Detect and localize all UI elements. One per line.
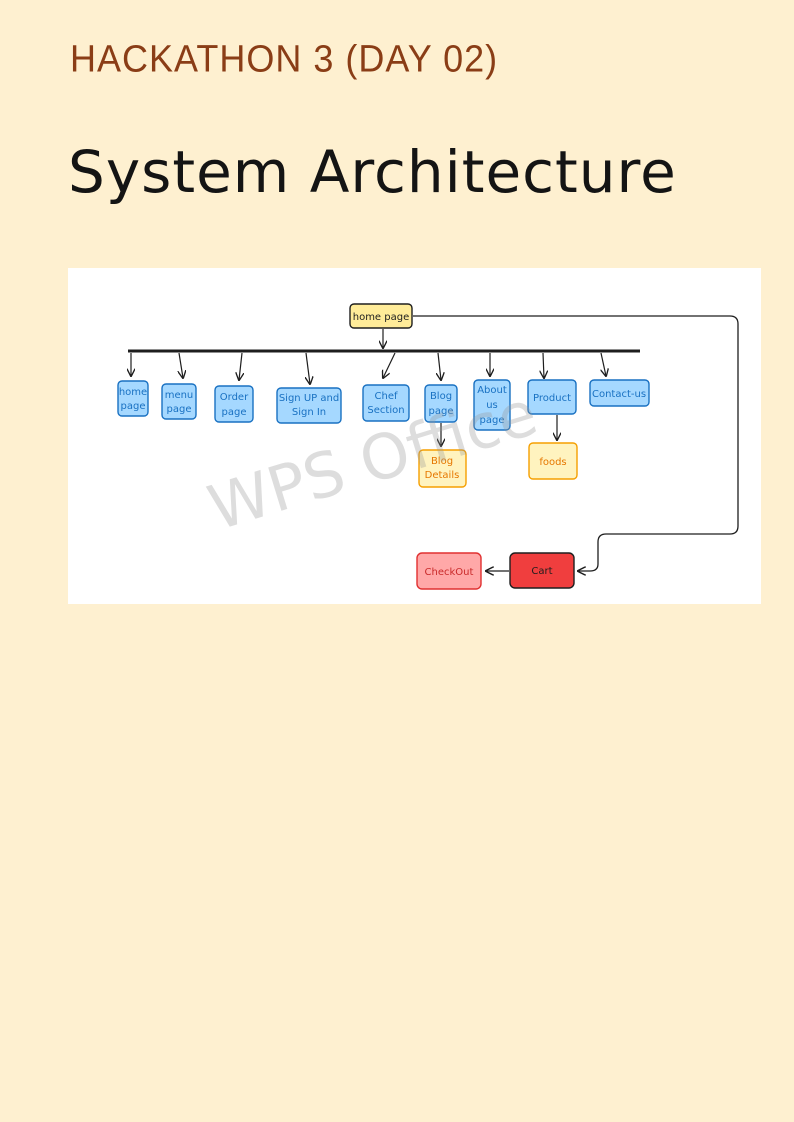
page-node-about: About us page xyxy=(473,379,511,431)
page-title: System Architecture xyxy=(68,138,677,206)
checkout-label: CheckOut xyxy=(425,567,474,578)
diagram-canvas: home page home page menu page xyxy=(117,303,739,590)
product-label: Product xyxy=(533,393,571,404)
foods-node: foods xyxy=(528,442,578,480)
chef-label-line1: Chef xyxy=(375,391,398,402)
arrow-to-product xyxy=(543,352,544,378)
blog-label-line1: Blog xyxy=(430,391,452,402)
root-node-label: home page xyxy=(353,312,410,323)
page-node-blog: Blog page xyxy=(424,384,458,423)
connector-home-to-cart xyxy=(413,315,739,571)
page-node-product: Product xyxy=(527,379,577,415)
page-node-menu: menu page xyxy=(161,383,197,420)
arrow-to-blog xyxy=(438,352,441,380)
checkout-node: CheckOut xyxy=(416,552,482,590)
about-label-line1: About xyxy=(477,385,507,396)
signup-label-line2: Sign In xyxy=(292,407,326,418)
branch-arrows xyxy=(131,352,606,384)
arrow-to-contact xyxy=(601,352,606,376)
arrow-to-order xyxy=(239,352,242,380)
signup-label-line1: Sign UP and xyxy=(279,393,339,404)
cart-label: Cart xyxy=(531,566,552,577)
cart-node: Cart xyxy=(509,552,575,589)
header-label: HACKATHON 3 (DAY 02) xyxy=(70,36,499,80)
page-node-chef: Chef Section xyxy=(362,384,410,422)
order-label-line2: page xyxy=(222,407,247,418)
home-label-line1: home xyxy=(119,387,147,398)
arrow-to-chef xyxy=(383,352,396,378)
order-label-line1: Order xyxy=(220,392,249,403)
home-label-line2: page xyxy=(121,401,146,412)
page-node-contact: Contact-us xyxy=(589,379,650,407)
about-label-line3: page xyxy=(480,415,505,426)
arrow-to-signup xyxy=(306,352,310,384)
blog-details-line2: Details xyxy=(425,470,460,481)
about-label-line2: us xyxy=(486,400,498,411)
blog-label-line2: page xyxy=(429,406,454,417)
contact-label: Contact-us xyxy=(592,389,646,400)
page-node-order: Order page xyxy=(214,385,254,423)
home-page-root-node: home page xyxy=(349,303,413,329)
architecture-diagram: home page home page menu page xyxy=(68,268,761,604)
arrow-to-menu xyxy=(179,352,183,378)
page-node-signup: Sign UP and Sign In xyxy=(276,387,342,424)
chef-label-line2: Section xyxy=(367,405,404,416)
page-node-home: home page xyxy=(117,380,149,417)
menu-label-line1: menu xyxy=(165,390,194,401)
blog-details-line1: Blog xyxy=(431,456,453,467)
blog-details-node: Blog Details xyxy=(418,449,467,488)
foods-label: foods xyxy=(539,457,566,468)
menu-label-line2: page xyxy=(167,404,192,415)
